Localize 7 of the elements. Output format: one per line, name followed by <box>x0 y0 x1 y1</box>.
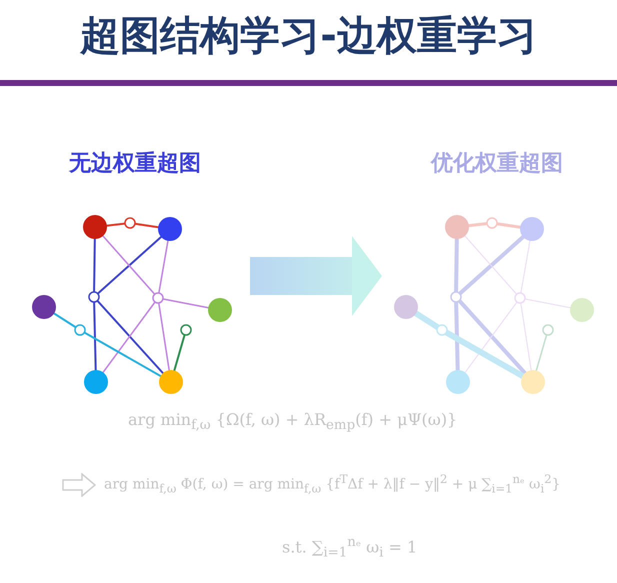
formula: arg min$_{f,ω}$ {Ω(f, ω) + λR$_{emp}$(f) + μΨ(ω)} <box>128 410 458 434</box>
panel-heading: 无边权重超图 <box>68 150 202 178</box>
formula: s.t. ∑$_{i=1}$$^{nₑ}$ ω$_{i}$ = 1 <box>282 535 418 561</box>
block-arrow <box>250 236 382 316</box>
panel-heading: 优化权重超图 <box>429 150 564 178</box>
formula: arg min$_{f,ω}$ Φ(f, ω) = arg min$_{f,ω}$ {f$^{T}$Δf + λ‖f − y‖$^{2}$ + μ ∑$_{i=1}$$^{nₑ}$ ω$_{i}$$^{2}$} <box>104 472 561 496</box>
slide-title: 超图结构学习-边权重学习 <box>78 12 538 61</box>
